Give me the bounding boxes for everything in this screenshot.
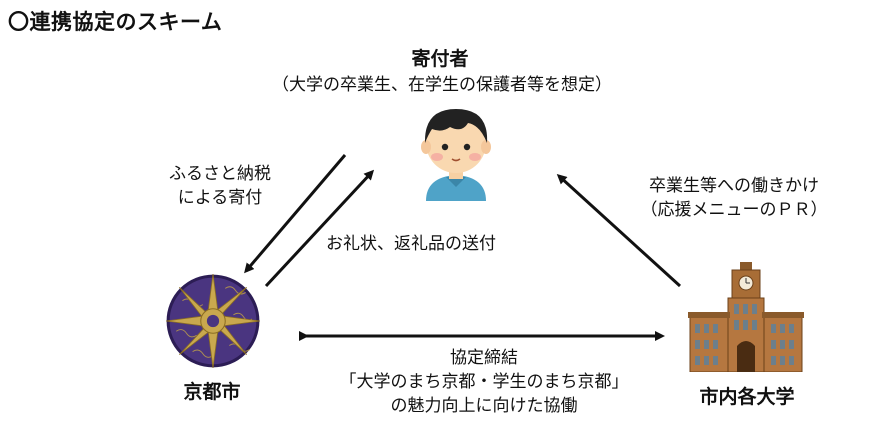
donor-person-icon [421, 109, 491, 201]
kyoto-city-emblem-icon [166, 274, 260, 368]
donor-note: （大学の卒業生、在学生の保護者等を想定） [272, 75, 612, 95]
outreach-label: 卒業生等への働きかけ （応援メニューのＰＲ） [618, 174, 850, 222]
agreement-label: 協定締結 「大学のまち京都・学生のまち京都」 の魅力向上に向けた協働 [310, 346, 658, 418]
return-gift-arrow [264, 169, 375, 288]
outreach-label-line1: 卒業生等への働きかけ [649, 176, 819, 196]
donation-label-line1: ふるさと納税 [169, 164, 271, 184]
donation-arrow [244, 154, 347, 274]
donation-label: ふるさと納税 による寄付 [140, 162, 300, 210]
universities-label: 市内各大学 [699, 386, 795, 408]
agreement-line2: 「大学のまち京都・学生のまち京都」 [339, 372, 629, 392]
page-title: 〇連携協定のスキーム [8, 10, 223, 34]
return-gift-label: お礼状、返礼品の送付 [326, 234, 496, 254]
university-building-icon [688, 262, 804, 372]
kyoto-city-label: 京都市 [183, 381, 241, 403]
outreach-label-line2: （応援メニューのＰＲ） [640, 200, 828, 220]
agreement-line3: の魅力向上に向けた協働 [390, 396, 578, 416]
outreach-arrow [556, 173, 682, 288]
donor-title: 寄付者 [411, 48, 469, 70]
agreement-line1: 協定締結 [450, 348, 518, 368]
donation-label-line2: による寄付 [177, 188, 263, 208]
